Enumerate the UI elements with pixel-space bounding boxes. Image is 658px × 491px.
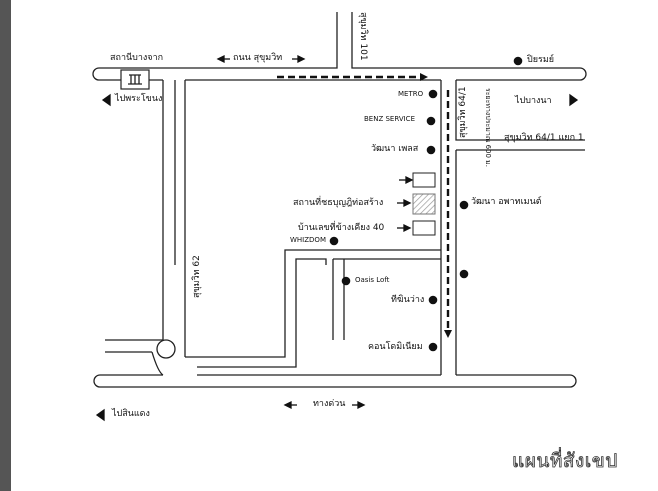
sukhumvit-64-1-right-edge-top — [455, 80, 585, 141]
arrow-to-bang-na-icon — [569, 93, 579, 107]
arrow-west-sukhumvit-head-icon — [216, 54, 225, 64]
roundabout — [156, 339, 176, 359]
piyarom-label: ปิยรมย์ — [527, 55, 555, 65]
construction-site-label: สถานที่ชธบุญฎิท่อสร้าง — [293, 198, 384, 208]
thanon-sukhumvit-label: ถนน สุขุมวิท — [233, 53, 283, 63]
house-40-label: บ้านเลขที่ข้างเคียง 40 — [298, 223, 385, 233]
arrow-expressway-west-head-icon — [283, 400, 292, 410]
wattana-apartment-label: วัฒนา อพาทเมนต์ — [471, 197, 542, 207]
oasis-loft-dot-icon — [341, 276, 351, 286]
house-40-box — [412, 220, 436, 236]
direction-arrows — [95, 54, 579, 422]
wattana-place-label: วัฒนา เพลส — [371, 144, 419, 154]
oasis-loft-label: Oasis Loft — [355, 276, 390, 284]
condominium-dot-icon — [428, 342, 438, 352]
route-line — [277, 75, 450, 330]
inner-street-outer — [185, 249, 441, 358]
arrow-house-40-head-icon — [403, 223, 412, 233]
sukhumvit-road-top-edge — [99, 12, 338, 69]
neighbor-building-box — [412, 172, 436, 188]
wattana-place-dot-icon — [426, 145, 436, 155]
road-network — [92, 12, 587, 388]
inner-street-inner — [197, 258, 327, 368]
whizdom-label: WHIZDOM — [290, 236, 326, 244]
bottom-road-bottom — [93, 374, 570, 388]
sukhumvit-road-end — [579, 67, 587, 81]
sukhumvit-62-label: สุขุมวิท 62 — [192, 255, 202, 298]
expressway-label: ทางด่วน — [313, 399, 346, 409]
to-bang-na-label: ไปบางนา — [515, 96, 552, 106]
sukhumvit-101-road — [351, 12, 580, 69]
arrow-east-sukhumvit-head-icon — [297, 54, 306, 64]
sukhumvit-64-1-yaek-1-label: สุขุมวิท 64/1 แยก 1 — [504, 133, 584, 143]
condominium-label: คอนโดมิเนียม — [368, 342, 423, 352]
intersection-label: สถานีบางจาก — [110, 53, 164, 63]
metro-dot-icon — [428, 89, 438, 99]
page-edge — [0, 0, 11, 491]
sukhumvit-101-label: สุขุมวิท 101 — [358, 12, 368, 61]
right-side-dot-icon — [459, 269, 469, 279]
benz-service-dot-icon — [426, 116, 436, 126]
sukhumvit-64-1-label: สุขุมวิท 64/1 — [458, 86, 468, 138]
roundabout-link — [151, 351, 164, 376]
arrow-expressway-east-head-icon — [357, 400, 366, 410]
sukhumvit-road-start — [92, 67, 100, 81]
bottom-road-top-right — [456, 374, 577, 388]
wattana-apartment-dot-icon — [459, 200, 469, 210]
pathumwong-dot-icon — [428, 295, 438, 305]
route-arrow-east-icon — [420, 73, 428, 81]
distance-label: ระยะทางประมาณ 600 ม. — [484, 88, 492, 167]
train-station-icon — [120, 69, 150, 90]
route-arrow-south-icon — [444, 330, 452, 338]
bottom-left-destination-label: ไปสินแดง — [112, 409, 150, 419]
landmark-dots — [329, 56, 523, 352]
benz-service-label: BENZ SERVICE — [364, 115, 415, 123]
construction-site-box — [412, 193, 436, 215]
piyarom-dot-icon — [513, 56, 523, 66]
arrow-to-bottom-left-icon — [95, 408, 105, 422]
to-phra-khanong-label: ไปพระโขนง — [115, 94, 163, 104]
arrow-box-1-head-icon — [405, 175, 414, 185]
metro-label: METRO — [398, 90, 424, 98]
whizdom-dot-icon — [329, 236, 339, 246]
arrow-site-head-icon — [403, 198, 412, 208]
arrow-to-phra-khanong-icon — [101, 93, 111, 107]
pathumwong-label: ทีฆินว่าง — [391, 295, 425, 305]
map-title: แผนที่สังเขป — [512, 450, 618, 473]
